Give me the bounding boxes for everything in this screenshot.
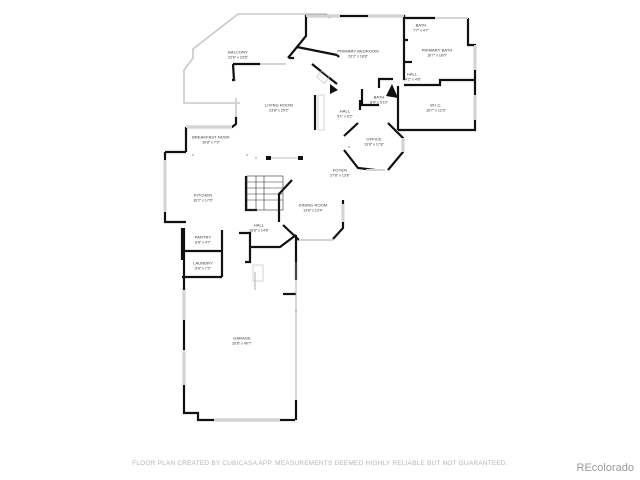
room-dimensions: 8'8" x 7'2": [195, 266, 211, 271]
room-name: FOYER: [332, 167, 348, 173]
room-name: PRIMARY BATH: [421, 47, 453, 53]
room-dimensions: 16'8" x 7'2": [202, 140, 220, 145]
room-dimensions: 7'7" x 4'7": [413, 28, 429, 33]
room-dimensions: 5'1" x 6'2": [337, 114, 353, 119]
brand-watermark: REcolorado: [576, 462, 634, 474]
room-name: KITCHEN: [193, 192, 213, 198]
room-name: OFFICE: [366, 136, 382, 142]
room-name: W.I.C.: [430, 102, 442, 108]
room-name: PANTRY: [194, 234, 212, 240]
room-dimensions: 26'8" x 40'7": [232, 341, 252, 346]
room-dimensions: 13'8" x 13'4": [303, 208, 323, 213]
fixtures: [330, 84, 398, 98]
door-marks: [192, 79, 350, 312]
room-dimensions: 8'4" x 5'10": [370, 100, 388, 105]
windows: [164, 15, 476, 421]
room-dimensions: 16'7" x 12'3": [426, 108, 446, 113]
room-dimensions: 23'8" x 20'2": [269, 108, 289, 113]
room-name: HALL: [253, 222, 265, 228]
room-dimensions: 16'2" x 17'0": [193, 198, 213, 203]
thin-walls: [254, 262, 297, 400]
room-name: BATH: [373, 94, 385, 100]
stairs: [246, 175, 284, 211]
room-name: BATH: [415, 22, 427, 28]
room-name: HALL: [339, 108, 351, 114]
room-dimensions: 13'8" x 17'8": [364, 142, 384, 147]
room-name: BALCONY: [228, 49, 248, 55]
room-dimensions: 16'7" x 16'0": [427, 53, 447, 58]
room-dimensions: 27'8" x 13'8": [330, 173, 350, 178]
room-name: HALL: [406, 71, 418, 77]
room-wic: W.I.C.16'7" x 12'3": [426, 102, 446, 113]
cabinetry: [252, 70, 330, 282]
walls: [163, 14, 477, 422]
room-name: GARAGE: [233, 335, 251, 341]
room-dimensions: 14'2" x 4'8": [403, 77, 421, 82]
room-name: PRIMARY BEDROOM: [337, 48, 379, 54]
room-dimensions: 22'6" x 23'8": [228, 55, 248, 60]
room-name: DINING ROOM: [298, 202, 328, 208]
room-dimensions: 8'8" x 4'7": [195, 240, 211, 245]
room-dimensions: 20'2" x 18'8": [348, 54, 368, 59]
fireplace: [266, 156, 303, 160]
disclaimer-text: FLOOR PLAN CREATED BY CUBICASA APP. MEAS…: [132, 460, 508, 467]
room-name: LIVING ROOM: [265, 102, 293, 108]
room-dimensions: 16'8" x 14'8": [249, 228, 269, 233]
room-name: BREAKFAST NOOK: [192, 134, 230, 140]
room-name: LAUNDRY: [193, 260, 213, 266]
balcony-outline: [183, 13, 331, 104]
